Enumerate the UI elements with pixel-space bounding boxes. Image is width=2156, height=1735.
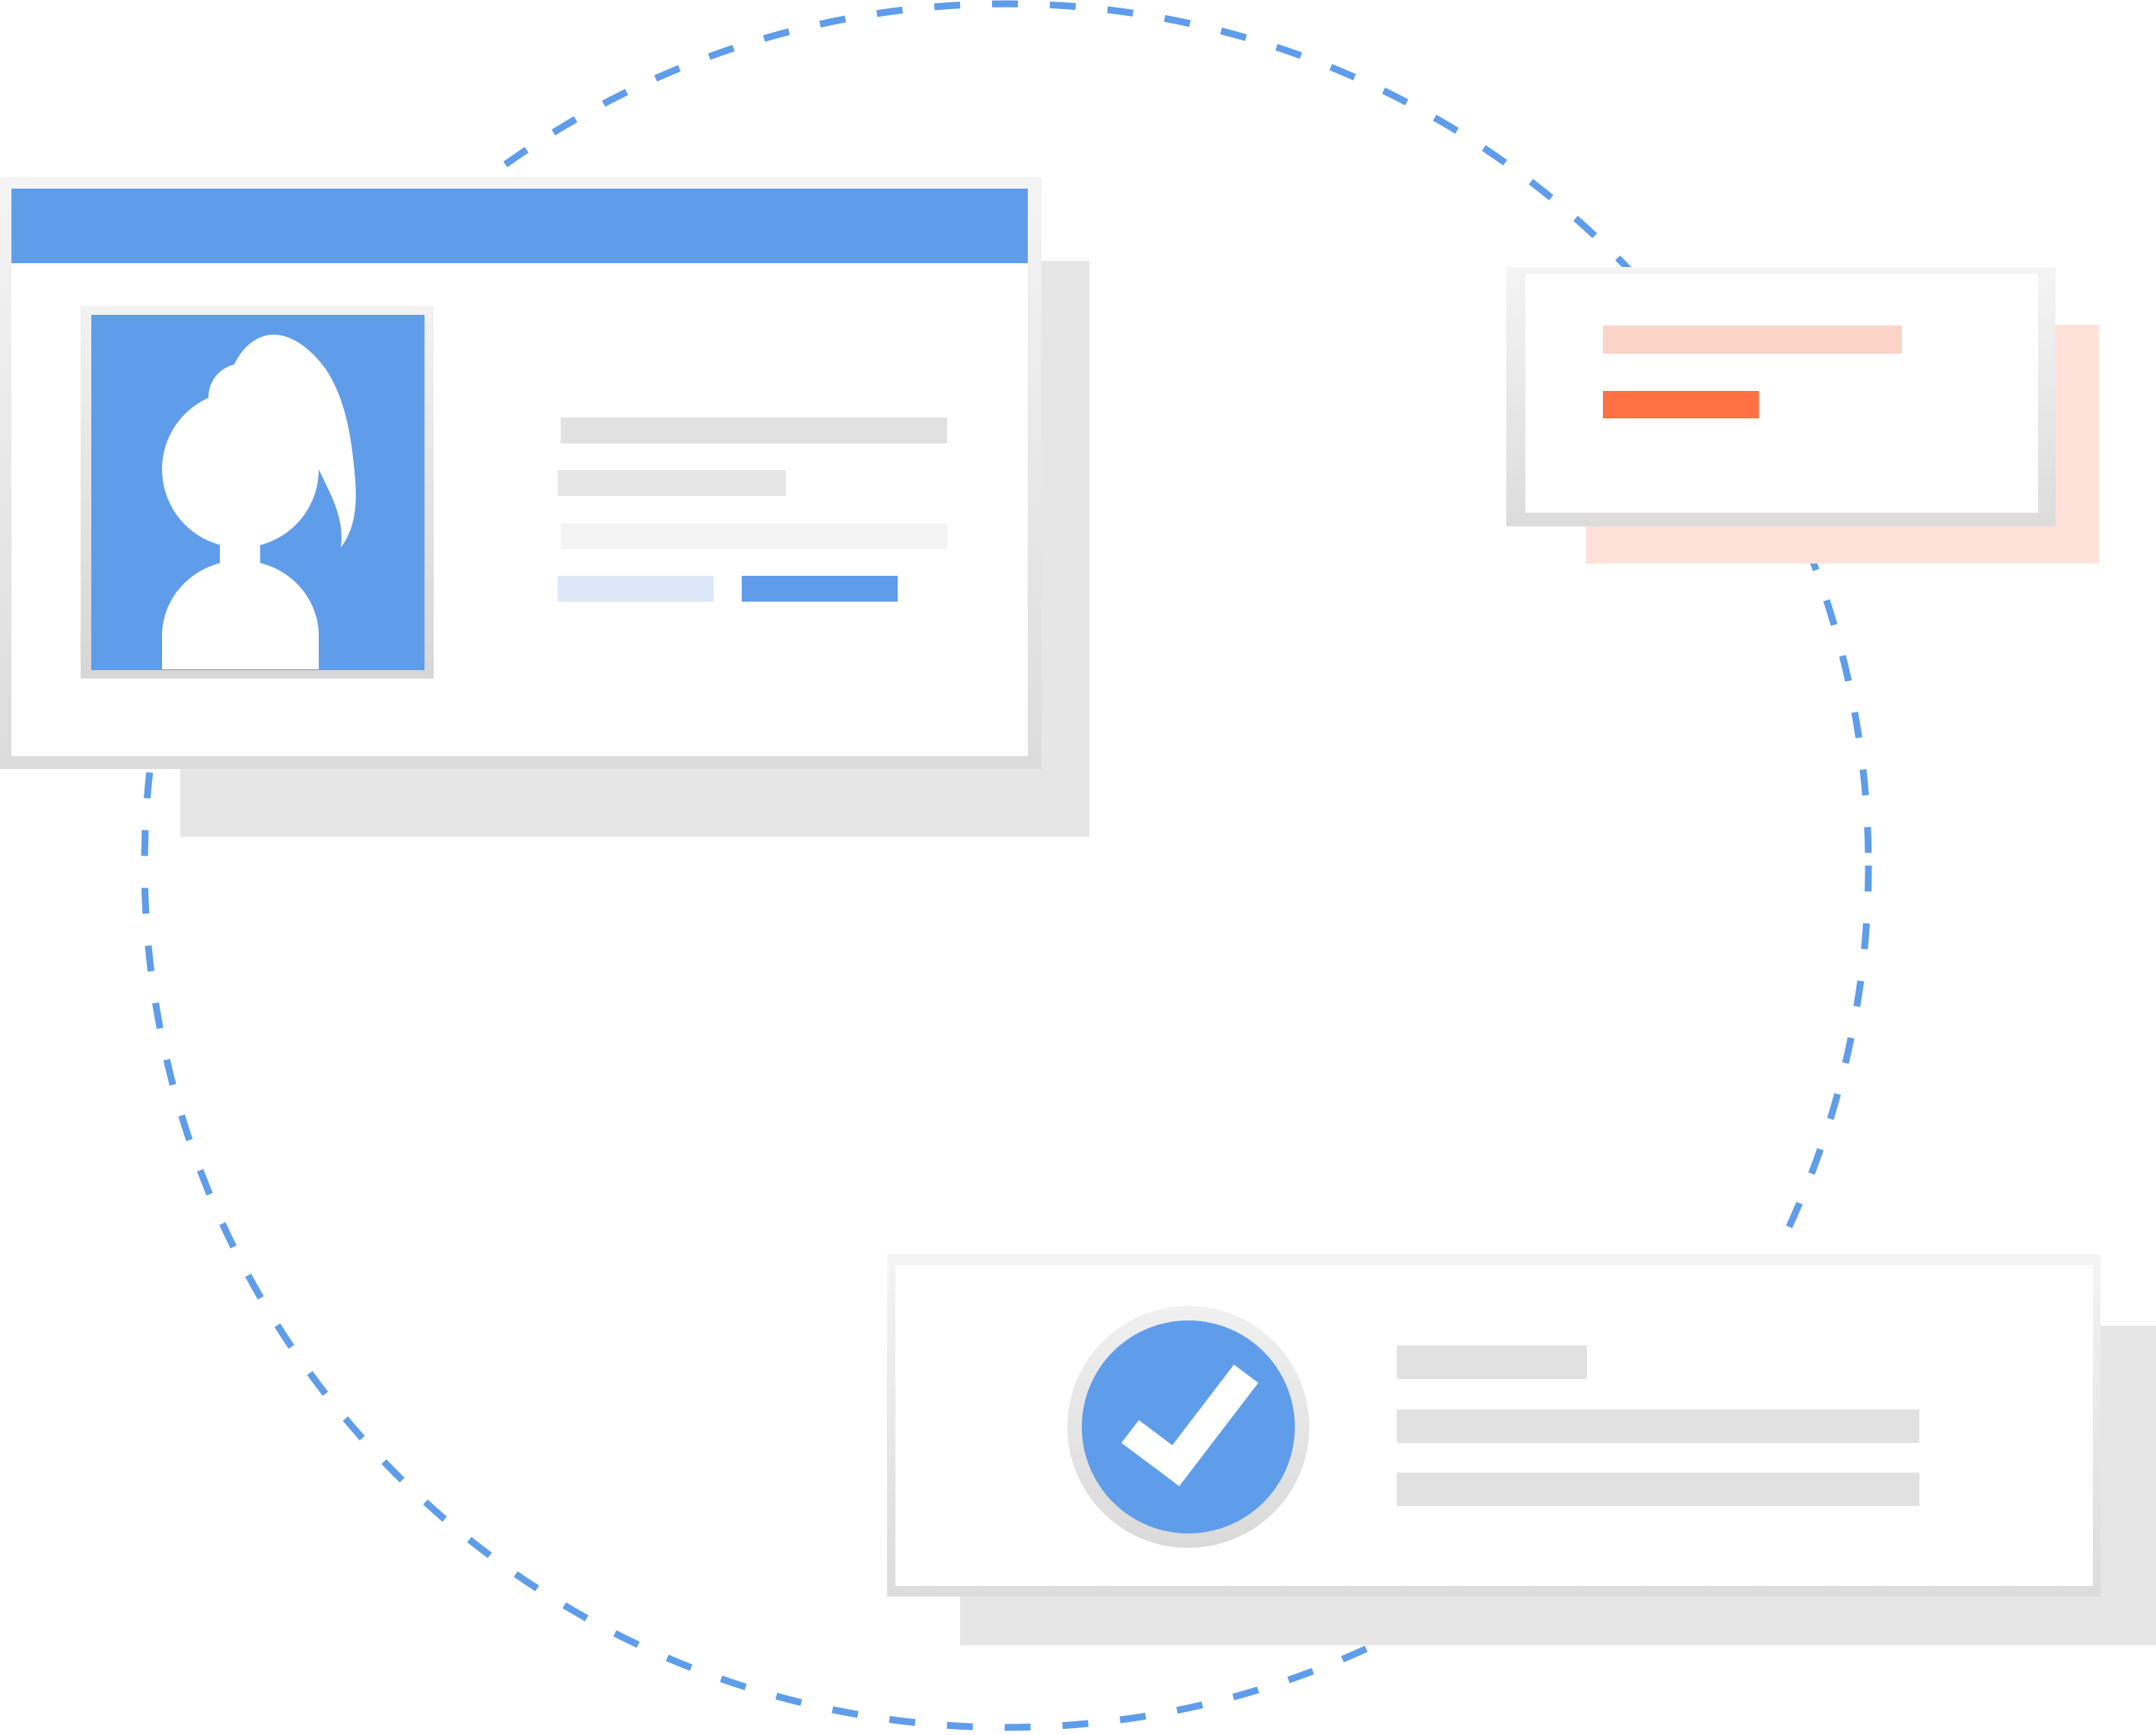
status-detail-line-1 [1397,1409,1919,1443]
checkmark-circle-icon [1067,1306,1309,1548]
alert-light-bar [1603,326,1902,354]
status-card [887,1254,2156,1645]
avatar [81,306,434,678]
alert-card-body [1525,274,2038,513]
profile-name-line [561,418,947,443]
status-detail-line-2 [1397,1473,1919,1506]
dashed-connection-circle [141,0,1872,1731]
profile-primary-button[interactable] [742,576,898,602]
alert-card [1506,267,2099,564]
profile-detail-line [561,523,947,549]
status-title-line [1397,1346,1587,1379]
alert-strong-bar [1603,391,1759,418]
profile-card-header-bar [11,189,1028,263]
profile-subtitle-line [558,470,786,496]
user-silhouette-icon [162,335,356,669]
profile-card [0,177,1089,837]
checkmark-icon [1121,1365,1258,1486]
profile-secondary-button[interactable] [558,576,714,602]
